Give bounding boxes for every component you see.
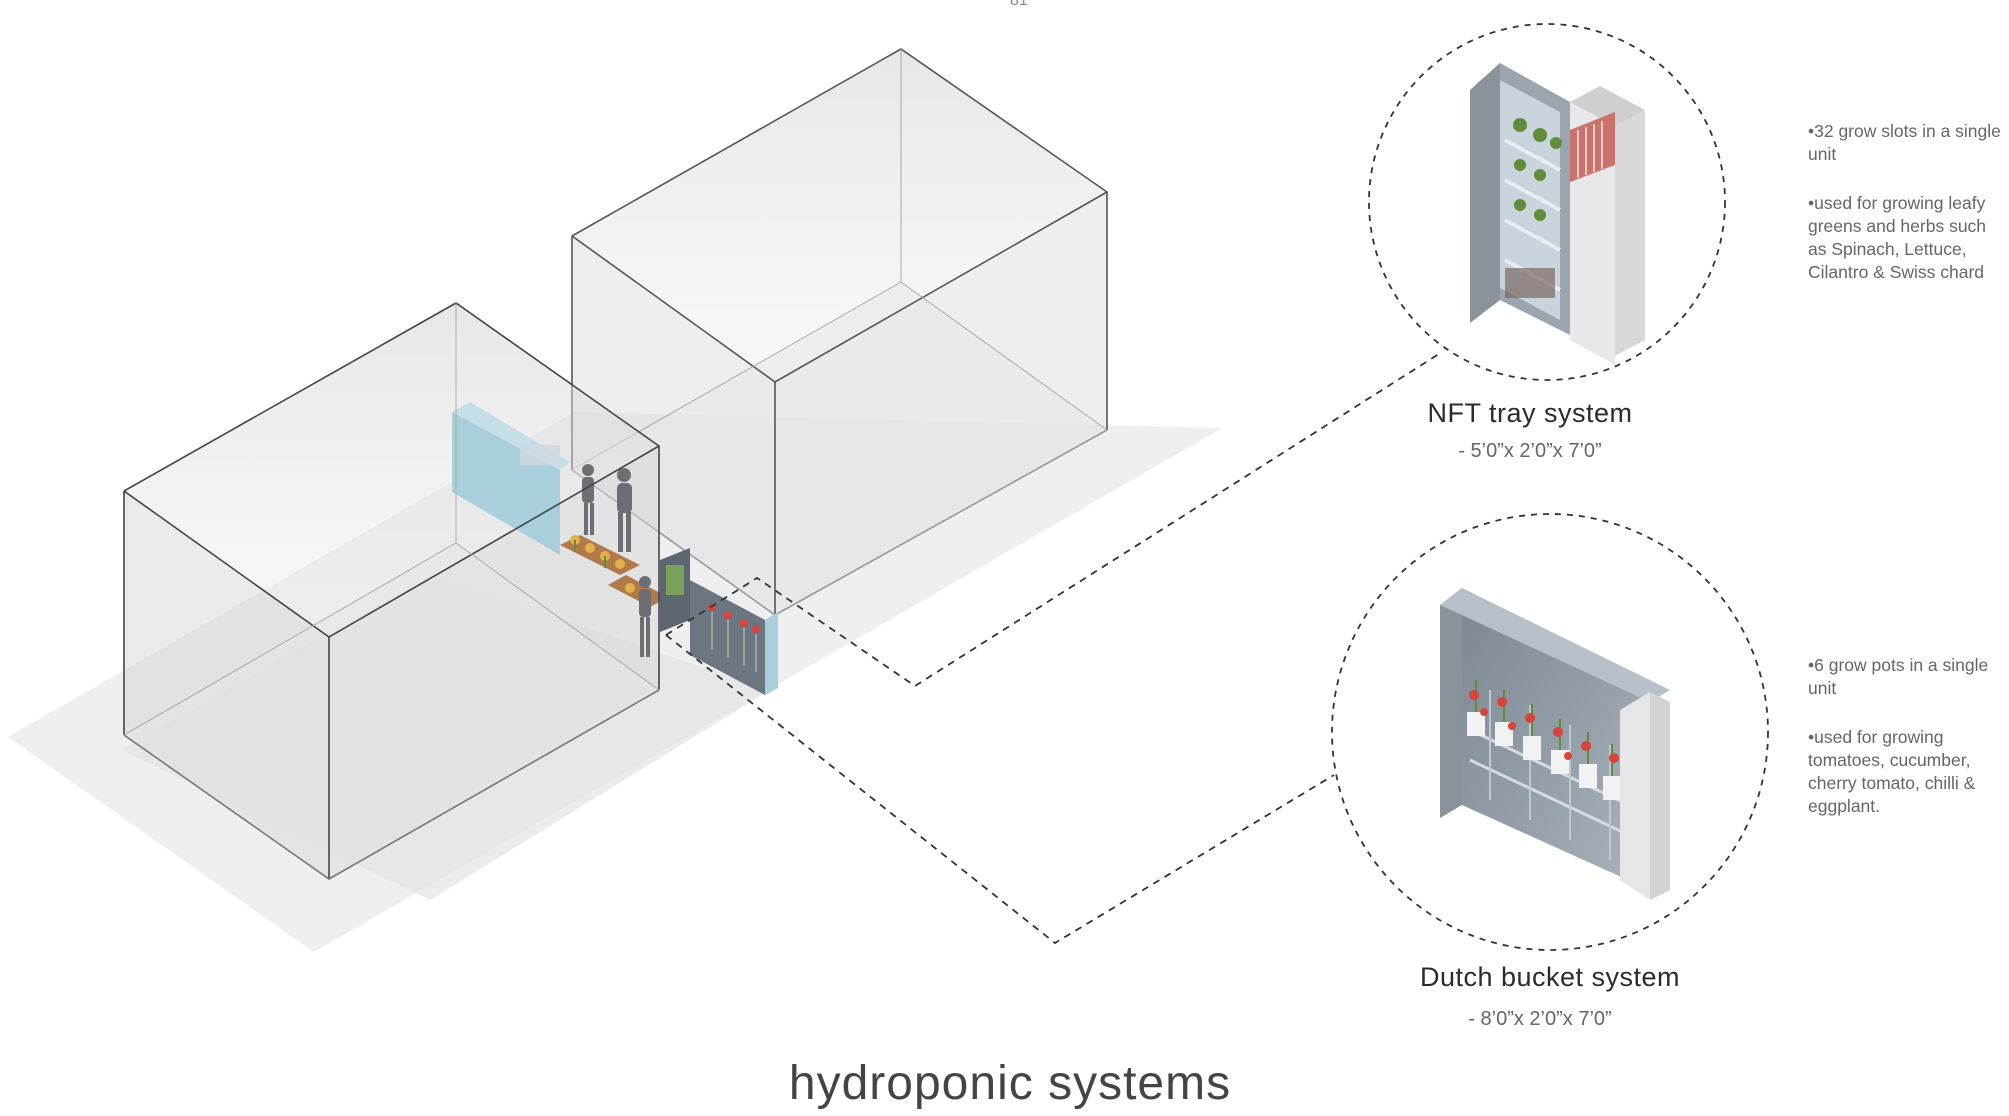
nft-note-slots: •32 grow slots in a single unit <box>1808 121 2001 164</box>
dutch-title: Dutch bucket system <box>1419 962 1681 992</box>
dutch-bucket-unit <box>1440 588 1670 900</box>
main-title: hydroponic systems <box>788 1057 1232 1110</box>
building-block-left <box>123 302 668 880</box>
dutch-note-usage: •used for growing tomatoes, cucumber, ch… <box>1808 727 1976 816</box>
nft-dimensions: - 5’0”x 2’0”x 7’0” <box>1458 440 1602 462</box>
nft-tray-heater <box>1570 112 1615 182</box>
dutch-dimensions: - 8’0”x 2’0”x 7’0” <box>1468 1008 1612 1030</box>
dutch-callout-circle <box>1331 513 1769 951</box>
nft-title: NFT tray system <box>1427 398 1633 428</box>
human-figure <box>582 464 651 657</box>
page-number: 81 <box>1010 0 1028 9</box>
nft-callout-circle <box>1368 23 1726 381</box>
dutch-note-pots: •6 grow pots in a single unit <box>1808 655 1989 698</box>
building-block-right <box>571 48 1109 616</box>
nft-note-usage: •used for growing leafy greens and herbs… <box>1808 193 1987 282</box>
nft-unit <box>1470 63 1645 365</box>
leader-lines <box>665 351 1443 945</box>
corridor-units <box>660 548 778 695</box>
plant-tray <box>560 535 668 607</box>
